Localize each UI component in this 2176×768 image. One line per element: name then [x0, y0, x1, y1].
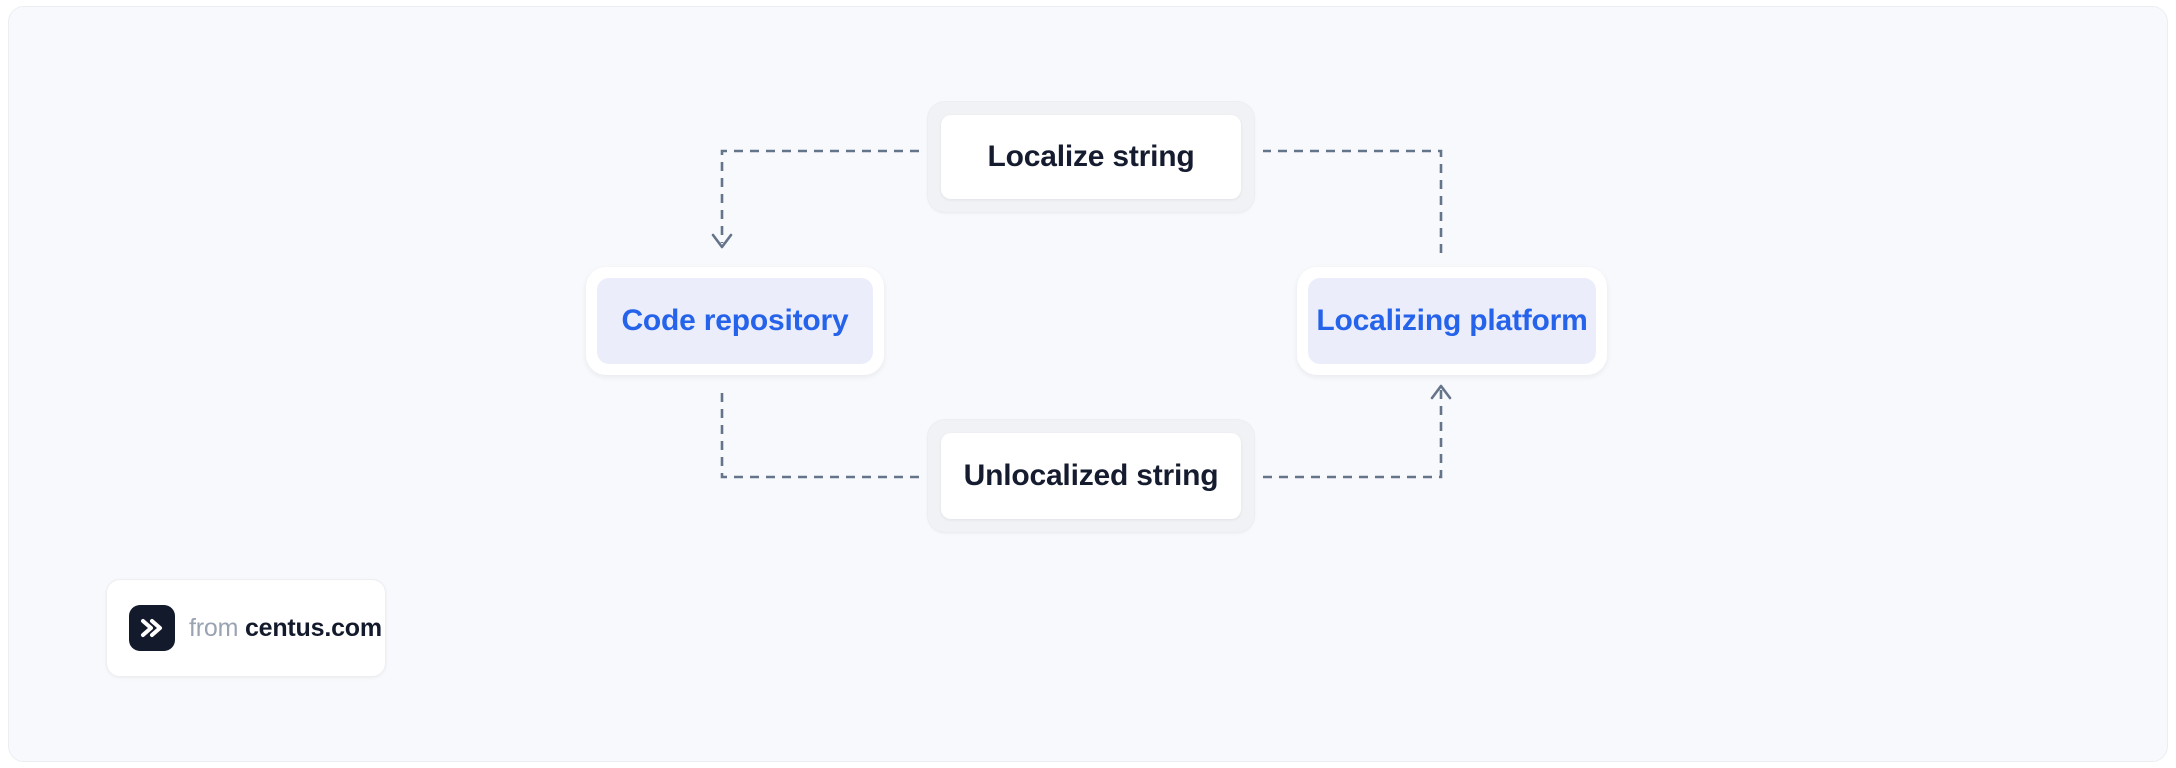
- arrowhead-into-code-repository: [711, 233, 733, 249]
- attribution-text: from centus.com: [189, 614, 382, 643]
- node-unlocalized-string[interactable]: Unlocalized string: [927, 419, 1255, 533]
- node-code-repository[interactable]: Code repository: [586, 267, 884, 375]
- node-card: Unlocalized string: [941, 433, 1241, 519]
- connector-localize-string-to-code-repository: [720, 149, 919, 243]
- node-label: Unlocalized string: [963, 459, 1219, 492]
- connector-unlocalized-string-to-localizing-platform: [1263, 389, 1443, 479]
- node-label: Localizing platform: [1316, 304, 1588, 337]
- node-label: Localize string: [987, 140, 1195, 173]
- node-localize-string[interactable]: Localize string: [927, 101, 1255, 213]
- attribution-from-label: from: [189, 613, 239, 642]
- attribution-site-label: centus.com: [244, 613, 382, 642]
- connector-localizing-platform-to-localize-string: [1263, 149, 1443, 253]
- node-card: Localize string: [941, 115, 1241, 199]
- arrowhead-into-localizing-platform: [1430, 384, 1452, 400]
- double-chevron-right-icon: [129, 605, 175, 651]
- diagram-canvas: Localize string Code repository Localizi…: [8, 6, 2168, 762]
- node-localizing-platform[interactable]: Localizing platform: [1297, 267, 1607, 375]
- node-label: Code repository: [621, 304, 849, 337]
- node-card: Code repository: [597, 278, 873, 364]
- attribution-badge[interactable]: from centus.com: [106, 579, 386, 677]
- node-card: Localizing platform: [1308, 278, 1596, 364]
- connector-code-repository-to-unlocalized-string: [720, 393, 919, 479]
